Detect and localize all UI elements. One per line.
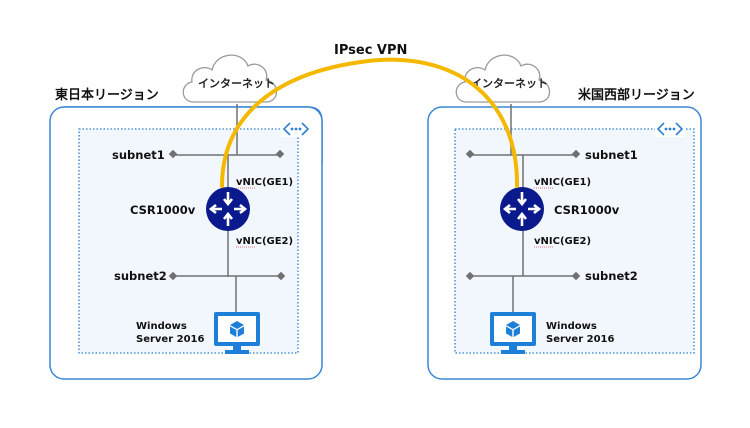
nic2-label: vNIC(GE2) xyxy=(236,236,293,247)
virtual-network-icon xyxy=(655,121,685,137)
subnet2-end-left xyxy=(465,271,475,281)
region-title: 米国西部リージョン xyxy=(578,87,695,103)
vnet-box xyxy=(78,128,299,354)
subnet2-end-right xyxy=(276,271,286,281)
subnet2-end-right xyxy=(571,271,581,281)
subnet1-label: subnet1 xyxy=(112,148,165,162)
subnet2-label: subnet2 xyxy=(114,269,167,283)
nic1-label: vNIC(GE1) xyxy=(236,177,293,188)
vm-label-line2: Server 2016 xyxy=(546,334,615,345)
vm-label-line2: Server 2016 xyxy=(136,334,205,345)
vm-monitor-icon xyxy=(214,312,260,354)
vpn-label: IPsec VPN xyxy=(334,43,407,58)
subnet2-label: subnet2 xyxy=(585,269,638,283)
nic1-label: vNIC(GE1) xyxy=(534,177,591,188)
subnet1-end-right xyxy=(275,149,285,159)
internet-label: インターネット xyxy=(471,77,548,90)
router-label: CSR1000v xyxy=(554,203,620,217)
subnet1-end-left xyxy=(465,149,475,159)
subnet1-end-left xyxy=(168,149,178,159)
subnet1-label: subnet1 xyxy=(585,148,638,162)
virtual-network-icon xyxy=(281,121,311,137)
router-icon xyxy=(500,187,544,231)
nic2-label: vNIC(GE2) xyxy=(534,236,591,247)
ipsec-vpn-tunnel xyxy=(220,57,520,188)
vm-monitor-icon xyxy=(490,312,536,354)
router-icon xyxy=(206,187,250,231)
region-east-japan: 東日本リージョン subnet1 CSR1000v vNIC(GE1) vNIC… xyxy=(49,54,323,380)
vm-label-line1: Windows xyxy=(136,321,187,332)
vm-label-line1: Windows xyxy=(546,321,597,332)
internet-label: インターネット xyxy=(198,77,275,90)
region-us-west: 米国西部リージョン subnet1 CSR1000v vNIC(GE1) vNI… xyxy=(427,54,702,380)
subnet2-end-left xyxy=(168,271,178,281)
region-title: 東日本リージョン xyxy=(55,87,159,103)
router-label: CSR1000v xyxy=(130,203,196,217)
